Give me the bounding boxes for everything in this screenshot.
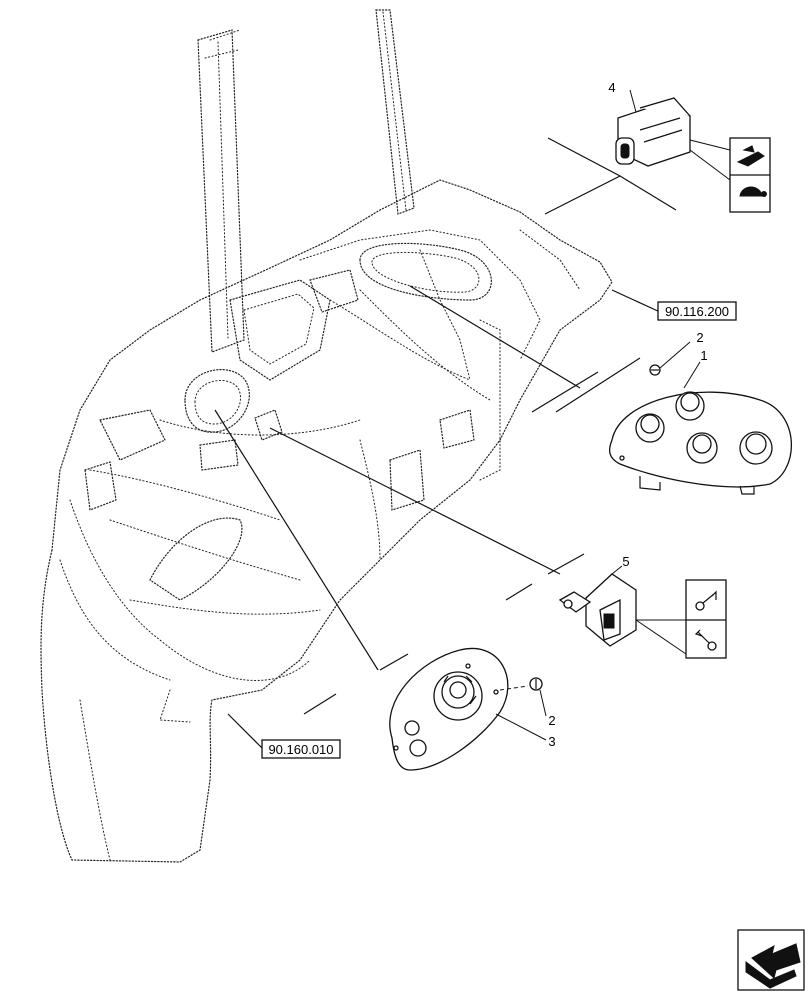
dashboard-structure [40, 9, 613, 863]
part-2-screw-lower [499, 677, 547, 717]
switch-icon-box [685, 579, 727, 659]
turtle-slow-icon [739, 186, 767, 197]
callout-1: 1 [700, 348, 707, 363]
reference-box-bottom[interactable]: 90.160.010 [261, 739, 341, 759]
part-3-dial-plate [389, 647, 547, 771]
callout-2-lower: 2 [548, 713, 555, 728]
next-page-arrow-icon[interactable] [737, 929, 805, 991]
reference-label-bottom[interactable]: 90.160.010 [268, 742, 333, 757]
part-4-speed-switch [615, 89, 731, 181]
speed-icon-box [729, 137, 771, 213]
part-2-screw-top [649, 341, 691, 376]
switch-up-icon [695, 590, 717, 611]
reference-label-top[interactable]: 90.116.200 [665, 304, 729, 319]
rabbit-fast-icon [736, 145, 765, 167]
part-5-rocker-switch [558, 565, 687, 655]
callout-5: 5 [622, 554, 629, 569]
leader-lines [214, 137, 677, 749]
reference-box-top[interactable]: 90.116.200 [657, 301, 737, 321]
callout-3: 3 [548, 734, 555, 749]
callout-2-top: 2 [696, 330, 703, 345]
switch-down-icon [694, 629, 717, 651]
callout-4: 4 [608, 80, 615, 95]
part-1-knob-pod [608, 361, 792, 495]
